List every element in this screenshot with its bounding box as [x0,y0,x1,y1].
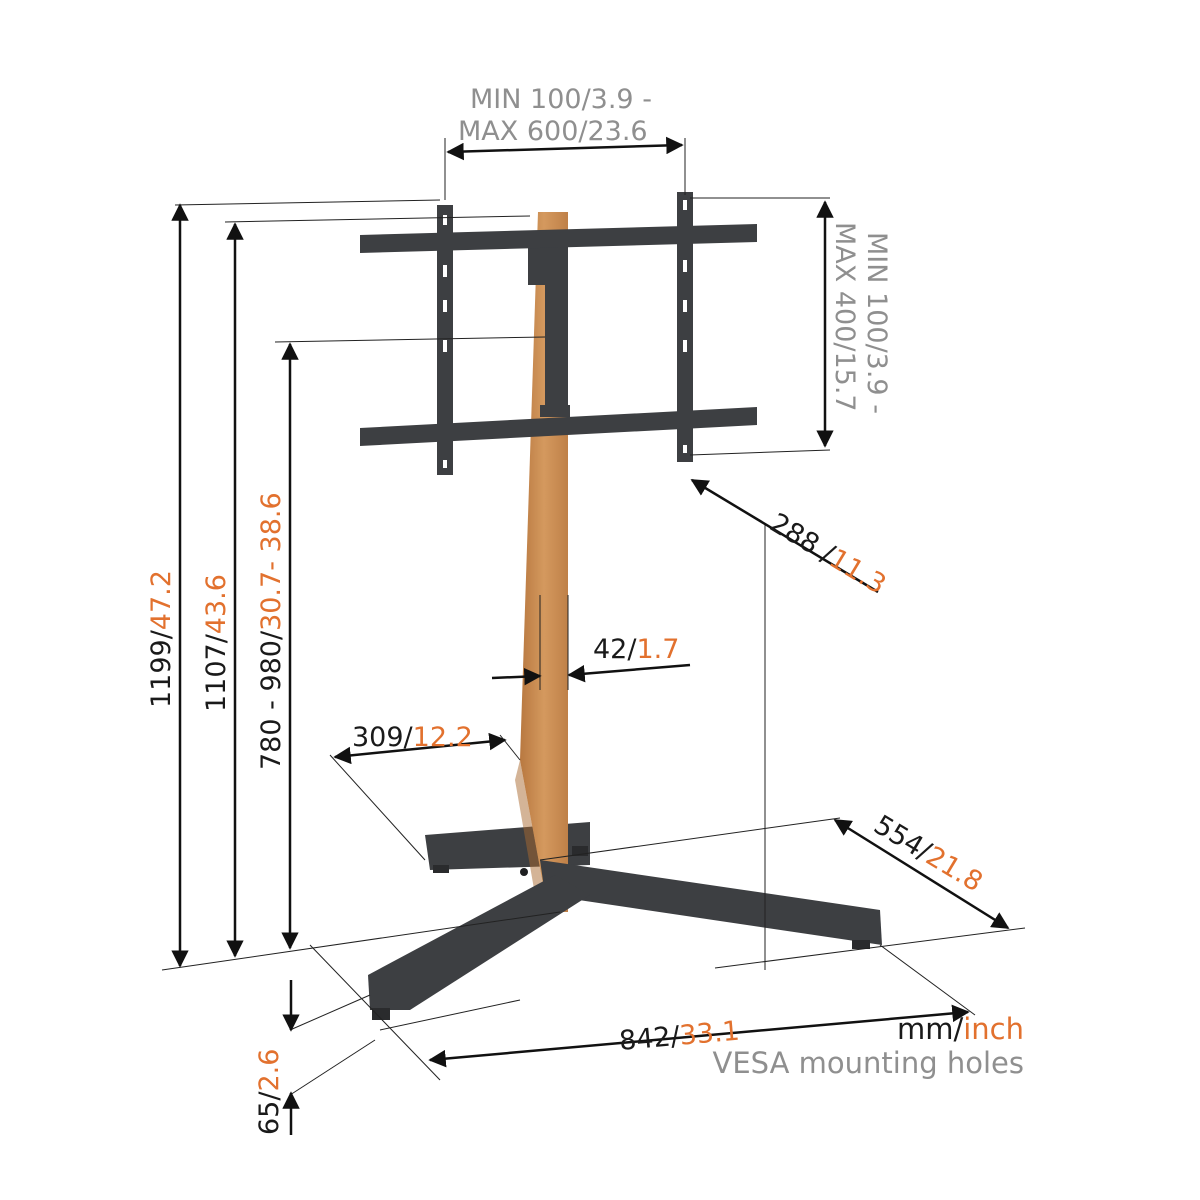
svg-text:1199/47.2: 1199/47.2 [146,570,177,708]
label-vesa-width: MIN 100/3.9 - MAX 600/23.6 [458,84,652,147]
label-foot-height: 65/2.6 [254,1049,285,1135]
svg-text:309/12.2: 309/12.2 [352,722,473,753]
dimension-lines [171,136,1010,1135]
svg-text:42/1.7: 42/1.7 [593,634,679,665]
svg-text:780 - 980/30.7- 38.6: 780 - 980/30.7- 38.6 [256,492,287,770]
label-leg-front: 309/12.2 [352,722,473,753]
vesa-arm-right [677,192,693,462]
vesa-note: VESA mounting holes [712,1046,1024,1080]
label-column-width: 42/1.7 [593,634,679,665]
label-depth-offset: 288 /11.3 [764,507,891,600]
svg-text:554/21.8: 554/21.8 [868,809,987,898]
svg-text:MAX 600/23.6: MAX 600/23.6 [458,116,648,147]
svg-text:65/2.6: 65/2.6 [254,1049,285,1135]
svg-text:842/33.1: 842/33.1 [618,1016,741,1057]
svg-text:MAX 400/15.7: MAX 400/15.7 [829,222,860,412]
label-base-width: 842/33.1 [618,1016,741,1057]
extension-lines [161,138,1026,1096]
svg-text:MIN 100/3.9 -: MIN 100/3.9 - [861,232,892,414]
label-mount-height: 780 - 980/30.7- 38.6 [256,492,287,770]
svg-text:1107/43.6: 1107/43.6 [201,574,232,712]
bottom-rail [360,407,757,446]
unit-inch: inch [963,1012,1024,1046]
svg-text:MIN 100/3.9 -: MIN 100/3.9 - [470,84,652,115]
unit-mm: mm/ [896,1012,964,1046]
top-rail [360,224,757,253]
label-total-height: 1199/47.2 [146,570,177,708]
stand-product [360,192,882,1020]
units-legend: mm/inch [897,1012,1024,1046]
label-vesa-height: MIN 100/3.9 - MAX 400/15.7 [829,222,892,414]
label-column-height: 1107/43.6 [201,574,232,712]
base-leg-right [540,860,882,945]
label-base-depth: 554/21.8 [868,809,987,898]
svg-text:288 /11.3: 288 /11.3 [764,507,891,600]
base-leg-front [368,875,590,1010]
